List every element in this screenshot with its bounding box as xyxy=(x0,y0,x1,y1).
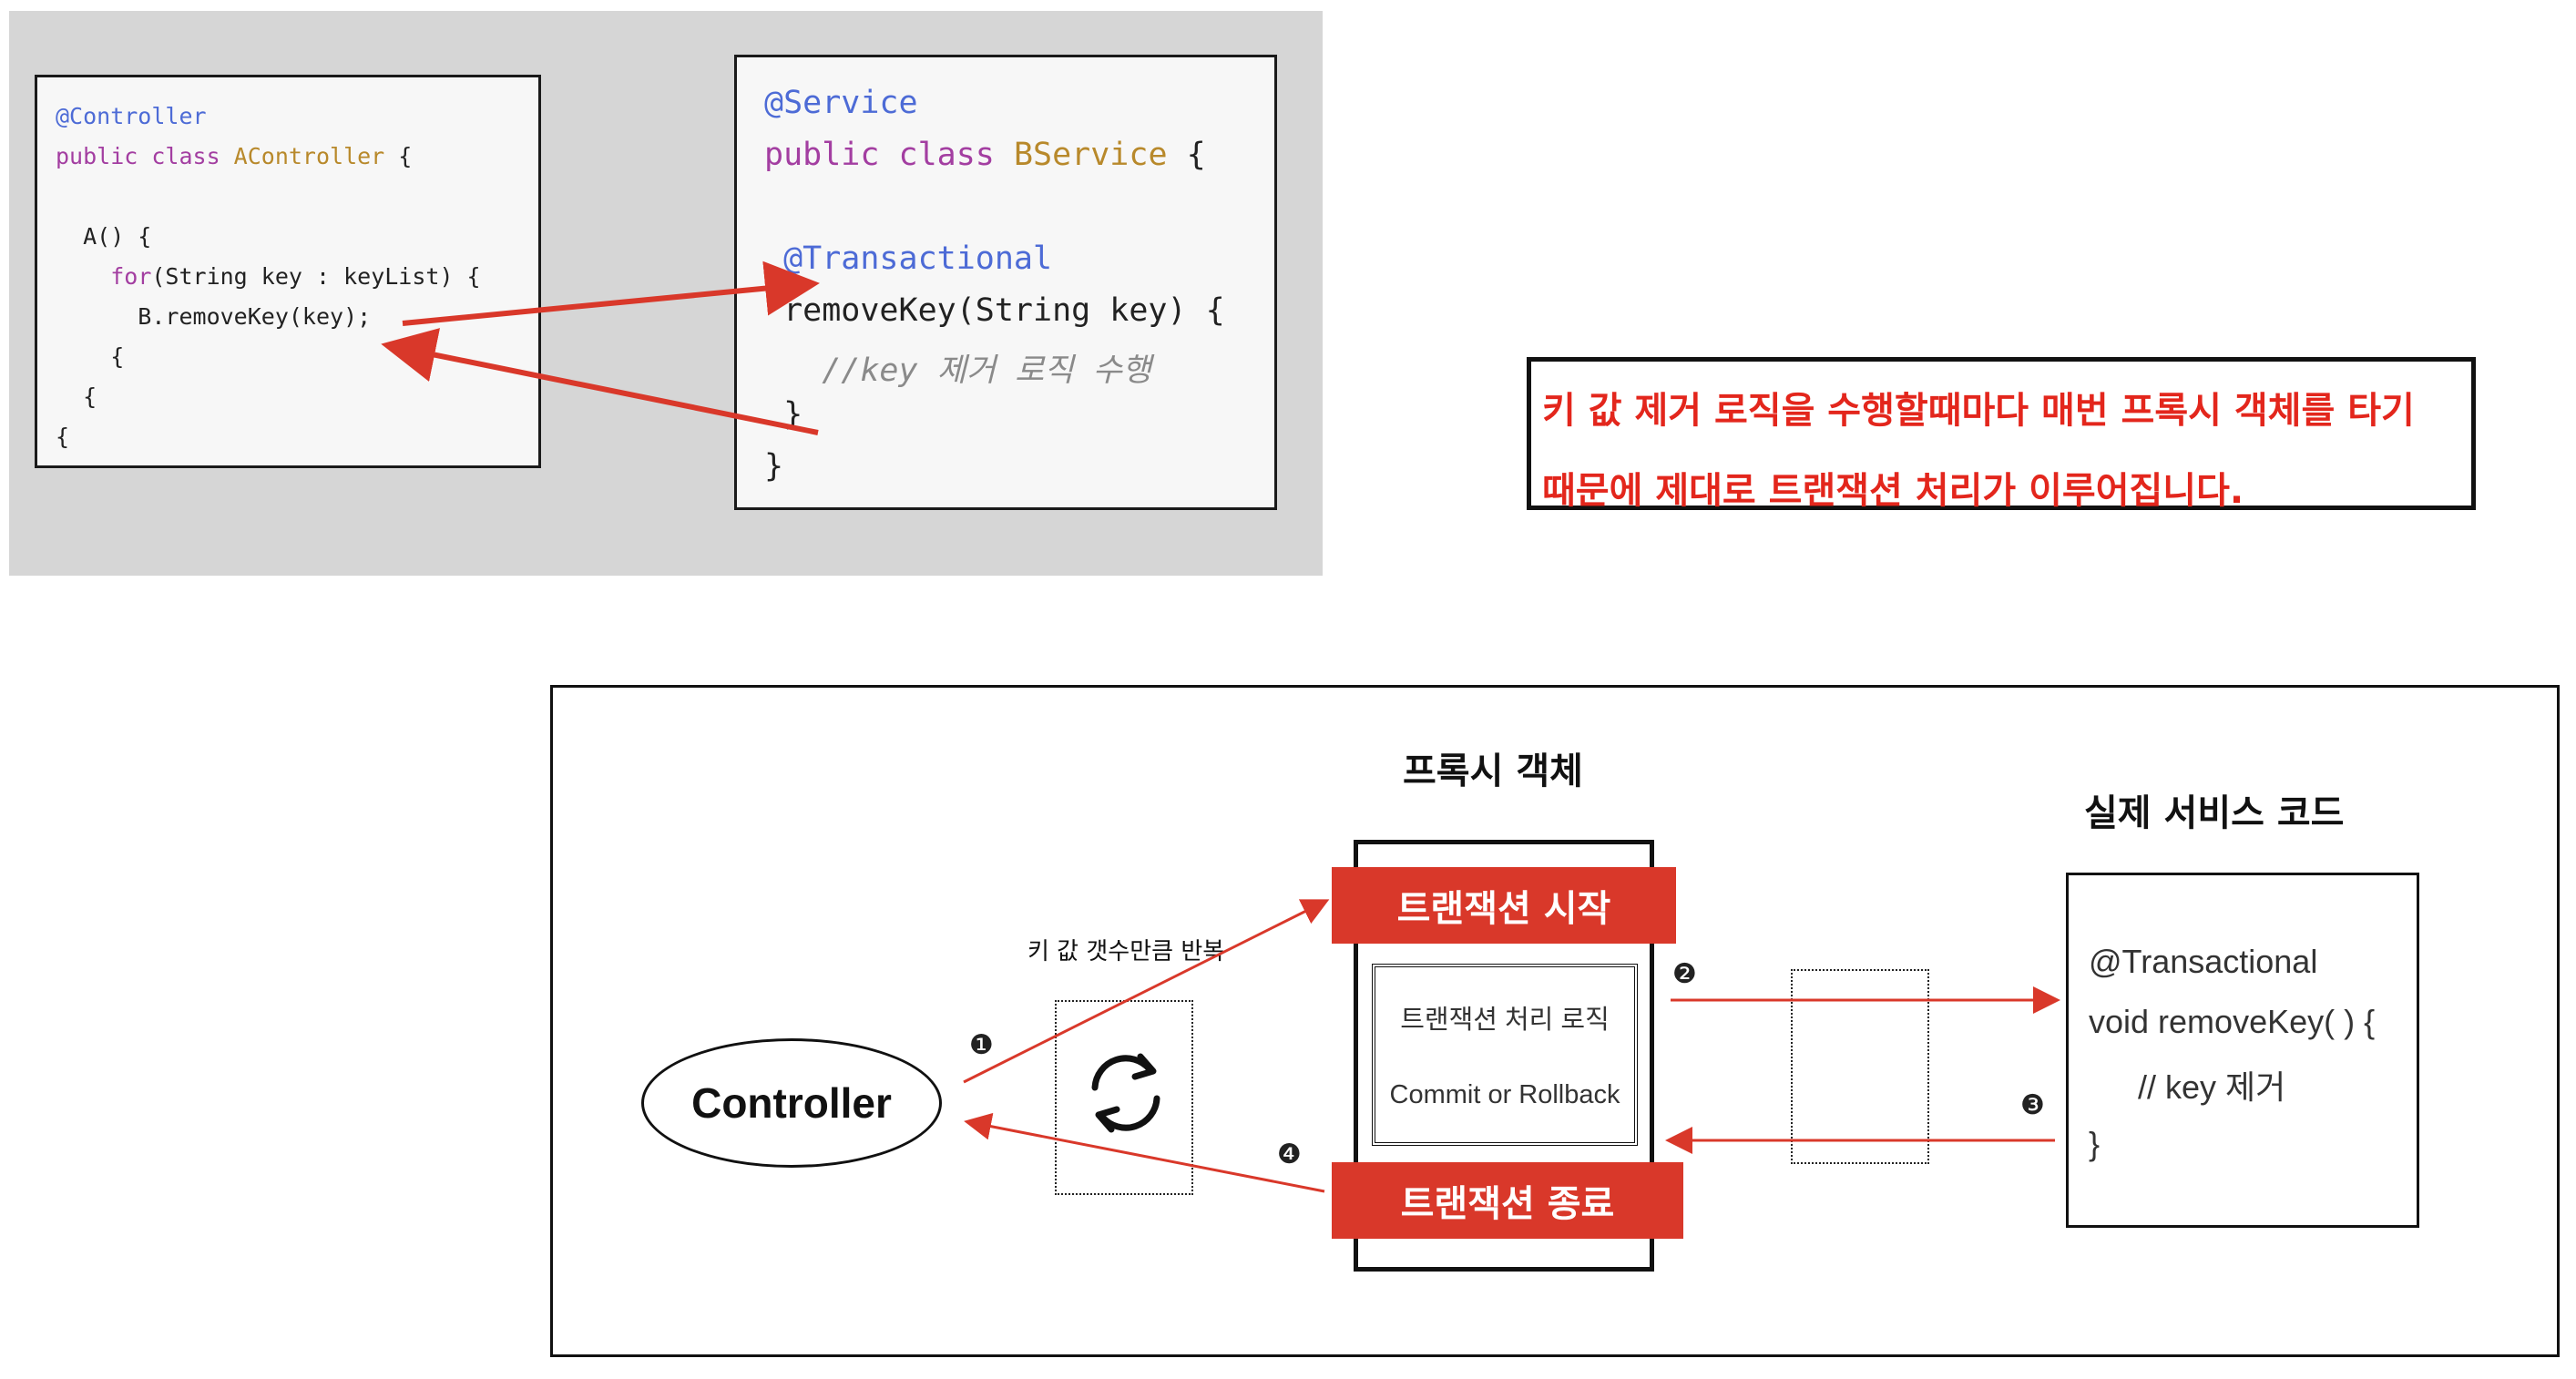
service-code-line: removeKey(String key) { xyxy=(764,292,1225,329)
service-code-token: @Transactional xyxy=(764,240,1053,277)
controller-code-token: { xyxy=(56,424,70,450)
note-line-2: 때문에 제대로 트랜잭션 처리가 이루어집니다. xyxy=(1542,470,2244,512)
service-line-annotation: @Transactional xyxy=(2089,943,2318,980)
controller-code-line: A() { xyxy=(56,223,151,250)
service-code-token: } xyxy=(764,448,784,485)
controller-code-token: @Controller xyxy=(56,103,207,129)
commit-rollback-label: Commit or Rollback xyxy=(1389,1080,1620,1109)
controller-code-line: public class AController { xyxy=(56,143,412,169)
controller-code-token: public class xyxy=(56,143,234,169)
service-title: 실제 서비스 코드 xyxy=(2084,792,2345,834)
controller-code-token: for xyxy=(110,263,152,290)
proxy-object-box xyxy=(1354,840,1654,1272)
step-1-marker: ❶ xyxy=(969,1029,994,1061)
controller-code-token: { xyxy=(56,343,125,370)
service-code-line: @Transactional xyxy=(764,240,1052,277)
service-code-node: @Transactional void removeKey( ) { // ke… xyxy=(2066,873,2419,1228)
proxy-title: 프록시 객체 xyxy=(1403,751,1583,792)
note-box: 키 값 제거 로직을 수행할때마다 매번 프록시 객체를 타기 때문에 제대로 … xyxy=(1527,357,2476,512)
tx-logic-label: 트랜잭션 처리 로직 xyxy=(1400,1006,1610,1035)
controller-code-token: { xyxy=(56,383,97,410)
controller-code-line: { xyxy=(56,424,69,450)
code-call-arrows xyxy=(381,260,820,435)
service-code-line: } xyxy=(764,448,783,485)
connector-dotted-box xyxy=(1791,969,1929,1164)
controller-code-line: B.removeKey(key); xyxy=(56,303,371,330)
service-code-token: public class xyxy=(764,137,1014,173)
controller-code-line: { xyxy=(56,343,124,370)
controller-code-box: @Controller public class AController { A(… xyxy=(35,75,541,468)
service-code-token: //key 제거 로직 수행 xyxy=(764,352,1151,389)
service-code-line: @Service xyxy=(764,85,918,121)
controller-code-token: { xyxy=(384,143,413,169)
step-2-marker: ❷ xyxy=(1672,958,1697,990)
controller-code-token: (String key : keyList) { xyxy=(151,263,481,290)
controller-node: Controller xyxy=(641,1038,942,1168)
service-line-comment: // key 제거 xyxy=(2138,1068,2286,1106)
tx-start-bar: 트랜잭션 시작 xyxy=(1332,867,1676,944)
service-line-signature: void removeKey( ) { xyxy=(2089,1003,2376,1040)
service-code-token: } xyxy=(764,396,803,433)
service-code-token: BService xyxy=(1013,137,1168,173)
service-code-token: @Service xyxy=(764,85,918,121)
service-code-line: //key 제거 로직 수행 xyxy=(764,344,1151,391)
controller-code-line: { xyxy=(56,383,97,410)
service-code-token: removeKey(String key) { xyxy=(764,292,1225,329)
service-code-token: { xyxy=(1167,137,1206,173)
proxy-flow-diagram xyxy=(550,685,2560,1357)
service-code-line: } xyxy=(764,396,802,433)
service-code-line: public class BService { xyxy=(764,137,1206,173)
service-line-close: } xyxy=(2089,1125,2101,1162)
arrow-tx-end-to-controller xyxy=(964,1112,1325,1193)
controller-code-token: B.removeKey(key); xyxy=(56,303,372,330)
tx-end-bar: 트랜잭션 종료 xyxy=(1332,1162,1683,1239)
refresh-loop-icon xyxy=(1091,1053,1160,1133)
return-arrow xyxy=(381,328,819,435)
tx-logic-box: 트랜잭션 처리 로직 Commit or Rollback xyxy=(1372,964,1638,1146)
controller-code-line: for(String key : keyList) { xyxy=(56,263,481,290)
step-4-marker: ❹ xyxy=(1277,1139,1302,1170)
call-arrow xyxy=(402,260,820,326)
controller-code-token: AController xyxy=(233,143,385,169)
service-code-box: @Service public class BService { @Transac… xyxy=(734,55,1277,510)
loop-label: 키 값 갯수만큼 반복 xyxy=(1027,938,1225,965)
arrow-controller-to-tx-start xyxy=(963,899,1330,1084)
step-3-marker: ❸ xyxy=(2020,1089,2045,1121)
controller-code-token: A() { xyxy=(56,223,152,250)
note-line-1: 키 값 제거 로직을 수행할때마다 매번 프록시 객체를 타기 xyxy=(1542,390,2415,432)
controller-code-line: @Controller xyxy=(56,103,207,129)
